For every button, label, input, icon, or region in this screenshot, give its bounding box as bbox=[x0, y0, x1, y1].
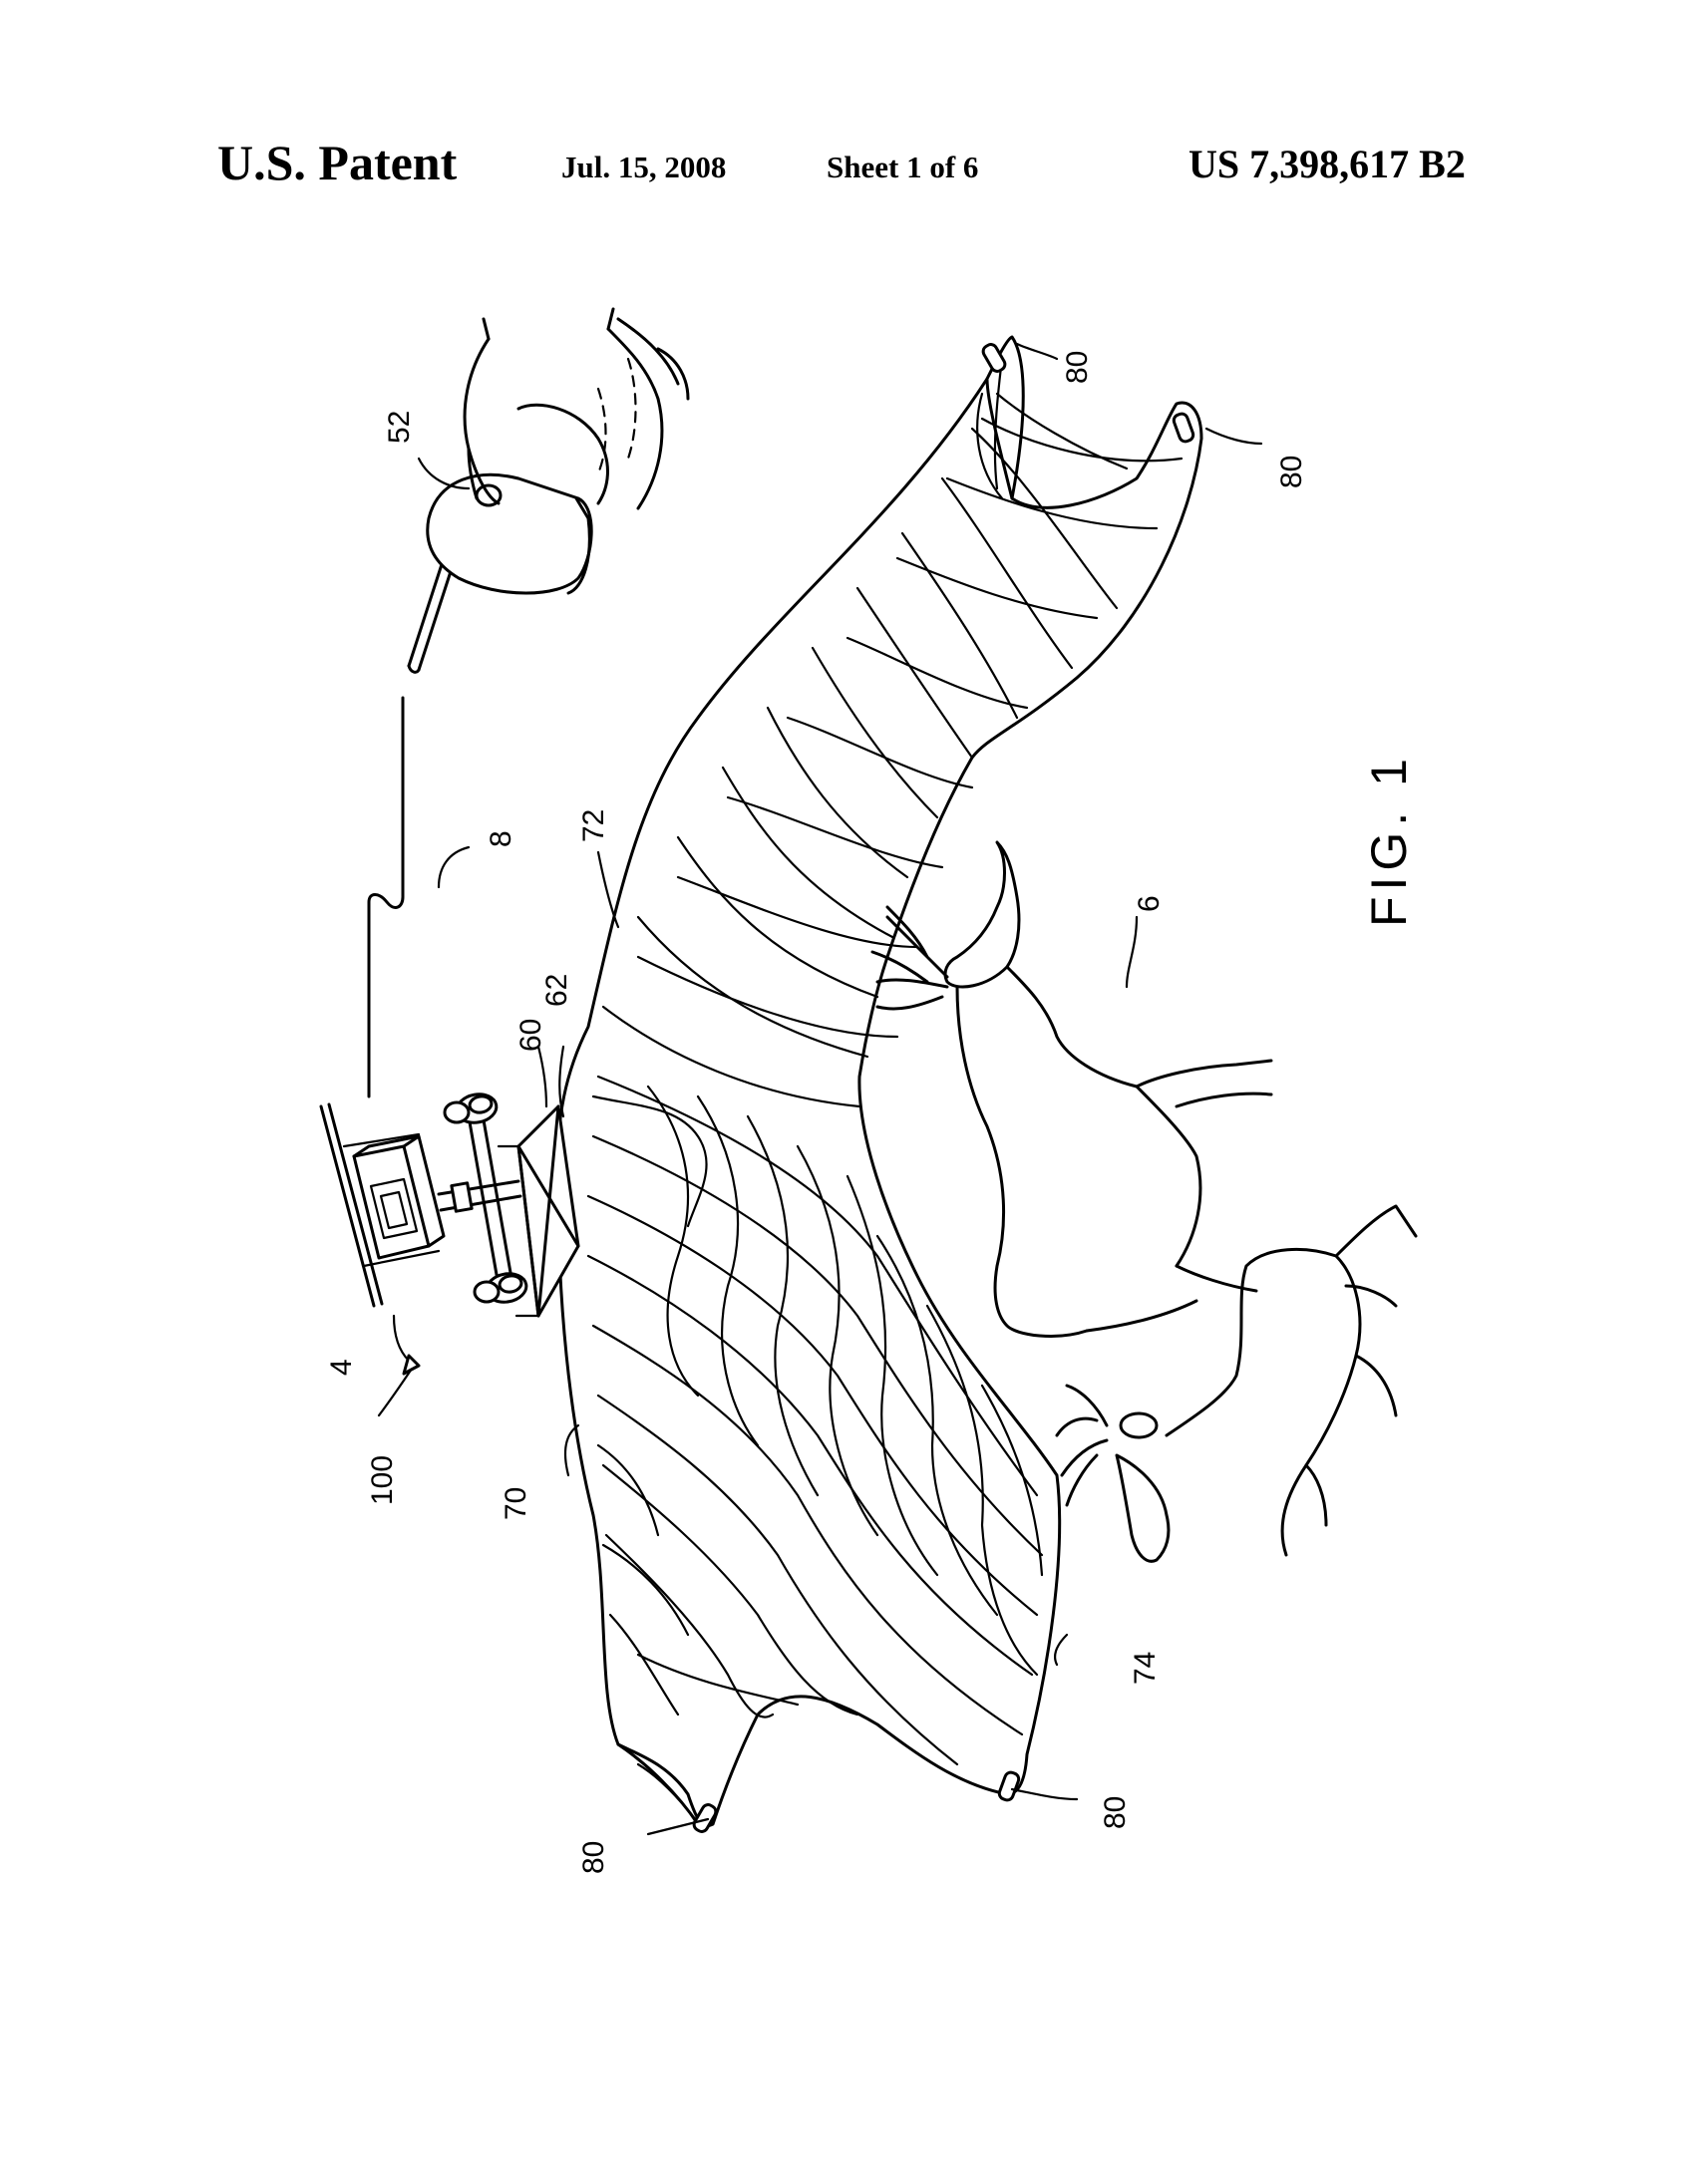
net-mesh-transverse bbox=[591, 392, 1129, 1707]
ref-8: 8 bbox=[485, 830, 517, 847]
connector-top-left bbox=[981, 343, 1007, 373]
remote-control-hand bbox=[407, 307, 690, 674]
net-fold-bottom bbox=[616, 1742, 700, 1826]
connector-bottom-right bbox=[997, 1770, 1021, 1802]
deer-standing bbox=[870, 840, 1273, 1338]
deer-lying bbox=[1055, 1204, 1418, 1563]
deer-standing-body bbox=[955, 965, 1202, 1338]
sheet-header: U.S. Patent Jul. 15, 2008 Sheet 1 of 6 U… bbox=[0, 0, 1695, 219]
control-wire bbox=[367, 696, 405, 1098]
ref-62: 62 bbox=[540, 974, 573, 1007]
deer-lying-antlers bbox=[1055, 1384, 1109, 1507]
ref-72: 72 bbox=[577, 809, 610, 842]
net-outline bbox=[555, 335, 1203, 1828]
ref-100: 100 bbox=[366, 1455, 399, 1505]
ref-80-bottom-left: 80 bbox=[577, 1841, 610, 1874]
connector-top-right bbox=[1172, 412, 1195, 444]
header-patent-number: US 7,398,617 B2 bbox=[1188, 142, 1466, 186]
mount-rail bbox=[319, 1104, 376, 1308]
reference-numerals: 100 4 60 62 8 52 72 70 74 6 80 80 80 80 bbox=[325, 351, 1308, 1874]
cross-arm bbox=[467, 1114, 501, 1288]
remote-antenna bbox=[407, 556, 446, 668]
ref-6: 6 bbox=[1133, 895, 1166, 912]
ref-52: 52 bbox=[383, 411, 416, 444]
connector-bottom-left bbox=[692, 1803, 718, 1833]
weight-bottom bbox=[473, 1272, 528, 1304]
net bbox=[555, 335, 1203, 1831]
deer-lying-head bbox=[1115, 1453, 1171, 1563]
deer-standing-head bbox=[943, 840, 1021, 989]
ref-80-bottom-right: 80 bbox=[1099, 1796, 1132, 1829]
ref-70: 70 bbox=[500, 1487, 532, 1520]
remote-body bbox=[426, 472, 593, 595]
launcher-assembly bbox=[319, 1092, 580, 1318]
deer-lying-body bbox=[1165, 1247, 1362, 1557]
ref-80-top-left: 80 bbox=[1061, 351, 1094, 384]
header-sheet: Sheet 1 of 6 bbox=[827, 150, 979, 184]
ref-80-top-right: 80 bbox=[1275, 456, 1308, 488]
net-fold-top bbox=[985, 377, 1014, 500]
net-mesh-longitudinal bbox=[586, 417, 1184, 1766]
ref-74: 74 bbox=[1129, 1652, 1162, 1685]
ref-60: 60 bbox=[514, 1019, 547, 1052]
corner-connectors bbox=[692, 343, 1195, 1833]
deer-standing-antlers bbox=[870, 905, 949, 1011]
hand-outline bbox=[463, 317, 690, 510]
weight-top bbox=[443, 1092, 499, 1124]
reference-leaders bbox=[377, 342, 1263, 1836]
net-fold-top-inner-2 bbox=[976, 392, 1004, 500]
ref-4: 4 bbox=[325, 1359, 358, 1376]
figure-label: FIG. 1 bbox=[1361, 753, 1417, 927]
header-title: U.S. Patent bbox=[217, 135, 458, 190]
net-fold-top-inner bbox=[993, 357, 1004, 490]
header-date: Jul. 15, 2008 bbox=[561, 150, 727, 184]
